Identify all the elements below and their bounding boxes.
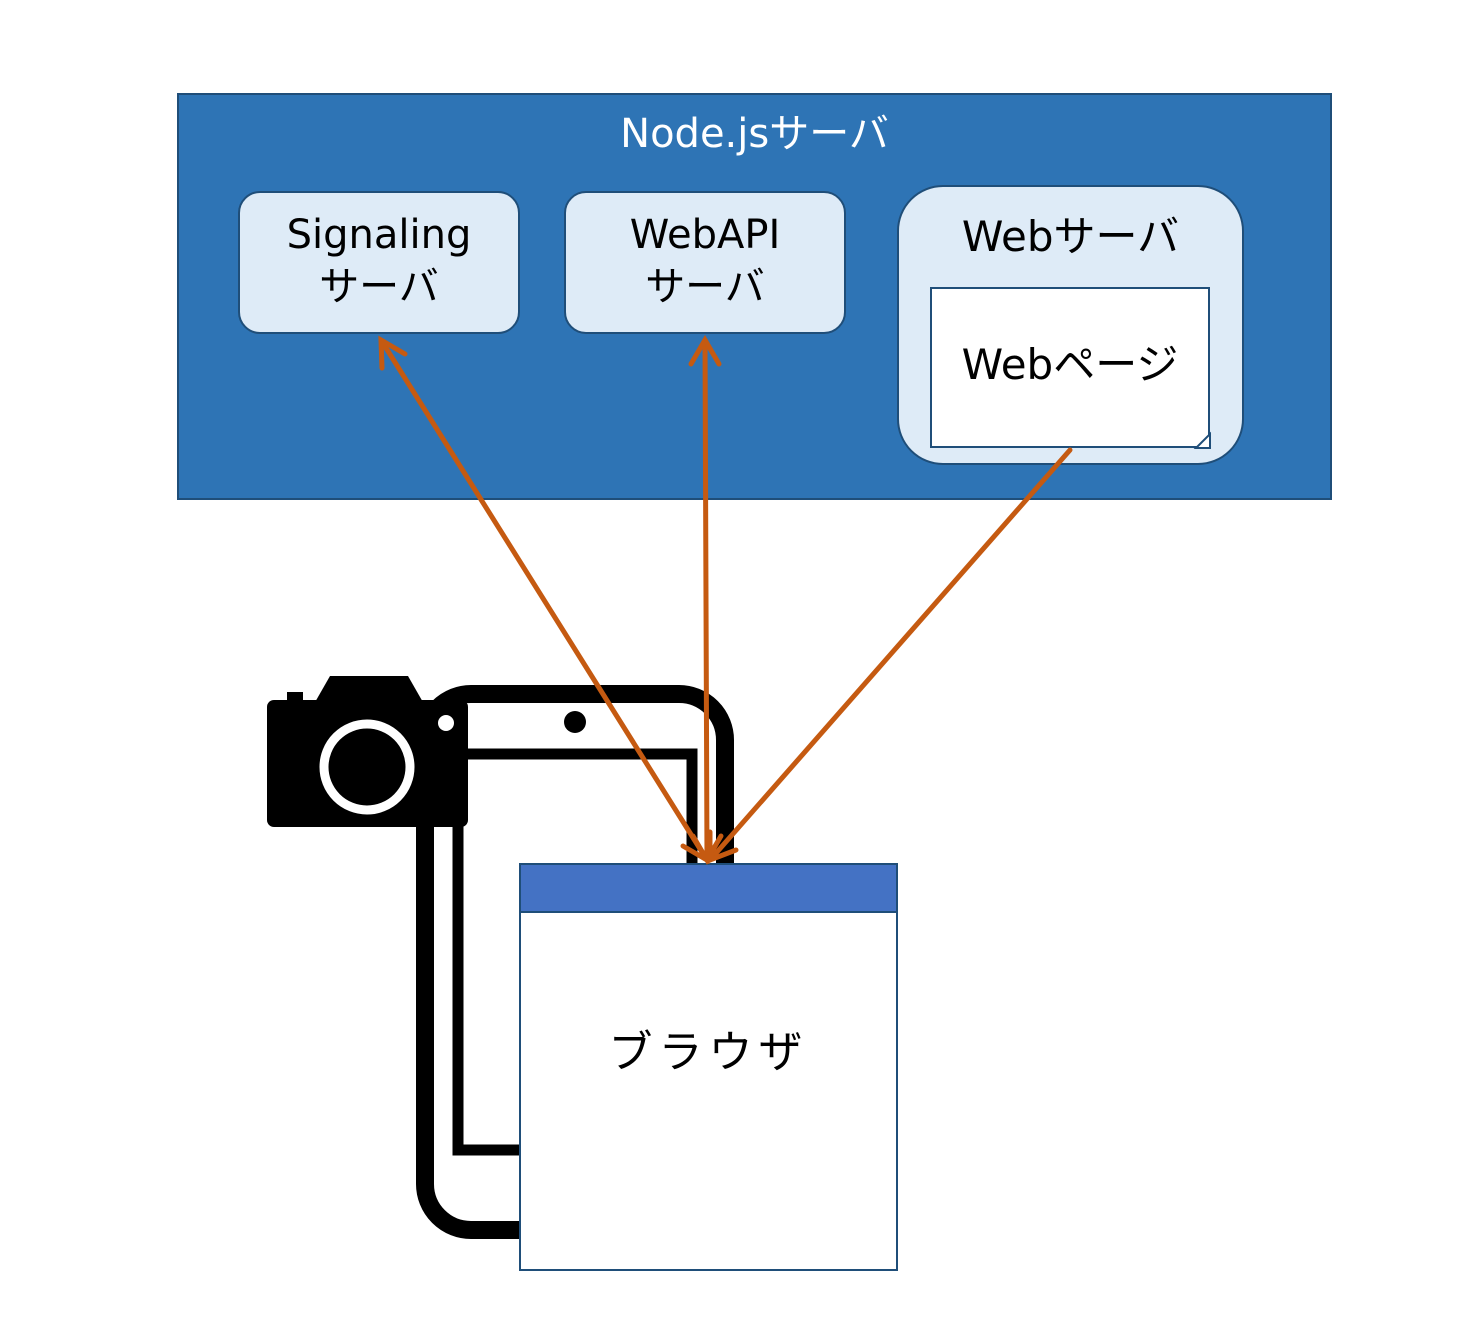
- signaling-server-box: Signaling サーバ: [238, 191, 520, 334]
- browser-title-bar: [521, 865, 896, 913]
- arrowhead-browser-from-webpage: [707, 829, 739, 864]
- folded-corner-shape: [1193, 431, 1211, 449]
- arrowhead-signaling: [378, 335, 408, 371]
- arrow-webpage-browser: [707, 447, 1073, 863]
- webapi-server-label-line2: サーバ: [645, 264, 765, 310]
- arrowhead-webapi: [688, 335, 722, 367]
- web-page-document: Webページ: [930, 287, 1210, 448]
- smartphone-front-camera: [564, 711, 586, 733]
- signaling-server-label-line1: Signaling: [286, 212, 472, 258]
- camera-top-hump: [314, 676, 424, 704]
- camera-lens: [319, 719, 415, 815]
- arrow-browser-signaling: [378, 337, 710, 863]
- arrowhead-browser-from-webapi: [690, 833, 724, 865]
- arrow-browser-webapi: [702, 337, 710, 863]
- webapi-server-label-line1: WebAPI: [629, 212, 781, 258]
- camera-indicator: [438, 715, 454, 731]
- web-page-label: Webページ: [961, 340, 1179, 389]
- browser-window: ブラウザ: [519, 863, 898, 1271]
- signaling-server-label-line2: サーバ: [319, 264, 439, 310]
- web-server-title: Webサーバ: [961, 212, 1180, 261]
- browser-label: ブラウザ: [608, 1027, 809, 1078]
- webapi-server-box: WebAPI サーバ: [564, 191, 846, 334]
- camera-body: [267, 700, 468, 827]
- nodejs-server-title: Node.jsサーバ: [620, 111, 889, 157]
